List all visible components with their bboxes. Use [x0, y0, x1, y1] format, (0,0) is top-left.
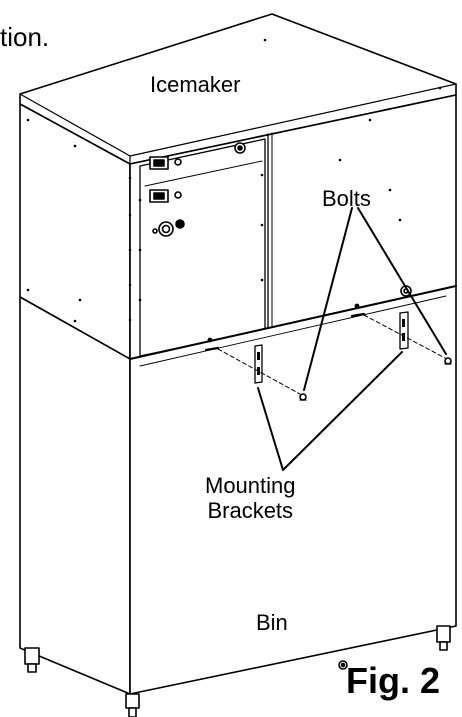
bin-label: Bin: [256, 610, 288, 635]
mounting-brackets-line2: Brackets: [207, 498, 294, 523]
mounting-brackets-line1: Mounting: [205, 473, 296, 498]
icemaker-unit: [19, 13, 457, 360]
icemaker-label: Icemaker: [150, 72, 241, 97]
bolts-label: Bolts: [322, 186, 371, 211]
drain-hole: [338, 660, 348, 670]
header-fragment: tion.: [0, 22, 50, 52]
bin-left-side: [19, 296, 131, 695]
bolt-right: [444, 357, 452, 365]
mounting-bracket-right: [399, 311, 409, 350]
figure-label: Fig. 2: [346, 660, 441, 701]
bolt-left: [299, 393, 307, 401]
connector: [158, 221, 174, 237]
bin-unit: [19, 285, 457, 717]
bin-legs: [24, 625, 451, 717]
mounting-hardware: [204, 303, 452, 401]
mounting-bracket-left: [254, 344, 263, 384]
mounting-brackets-label: Mounting Brackets: [205, 473, 296, 523]
leader-lines: [257, 207, 447, 471]
